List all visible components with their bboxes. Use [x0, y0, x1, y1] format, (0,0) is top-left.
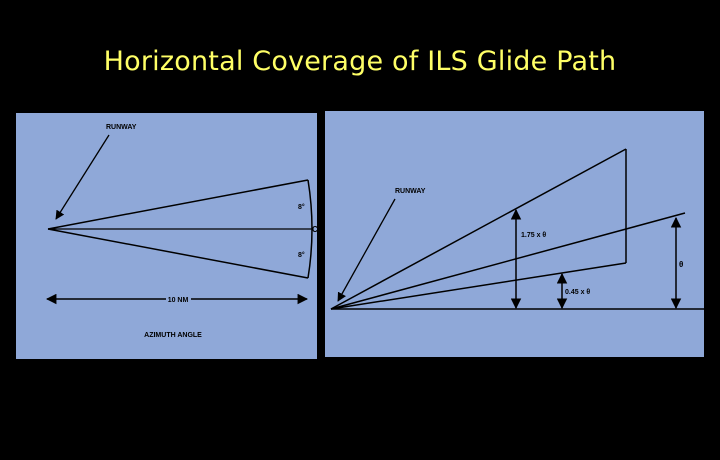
angle-upper-label: 8° — [298, 203, 305, 211]
runway-arrow — [337, 198, 396, 302]
upper-angle-label: 1.75 x θ — [521, 232, 546, 239]
wedge-upper-edge — [47, 179, 309, 230]
runway-label: RUNWAY — [395, 188, 426, 195]
glide-diagram-svg: RUNWAY 1.75 x θ 0.45 x θ θ — [330, 148, 704, 310]
lower-angle-label: 0.45 x θ — [565, 289, 590, 296]
distance-label: 10 NM — [168, 297, 189, 304]
theta-label: θ — [679, 260, 683, 269]
azimuth-diagram-svg: RUNWAY 8° 8° C 10 NM AZIMUTH ANGLE — [45, 124, 317, 339]
glide-path-coverage-diagram: RUNWAY 1.75 x θ 0.45 x θ θ — [325, 111, 704, 357]
azimuth-caption: AZIMUTH ANGLE — [144, 332, 202, 339]
angle-lower-label: 8° — [298, 251, 305, 259]
runway-arrow — [55, 134, 110, 220]
azimuth-coverage-diagram: RUNWAY 8° 8° C 10 NM AZIMUTH ANGLE — [16, 113, 317, 359]
upper-coverage-line — [330, 148, 627, 310]
slide-title: Horizontal Coverage of ILS Glide Path — [103, 46, 617, 77]
wedge-arc — [307, 179, 313, 279]
glide-path-line — [330, 212, 686, 310]
runway-label: RUNWAY — [106, 124, 137, 131]
lower-coverage-line — [330, 262, 627, 310]
center-mark: C — [312, 225, 317, 234]
wedge-lower-edge — [47, 228, 309, 279]
